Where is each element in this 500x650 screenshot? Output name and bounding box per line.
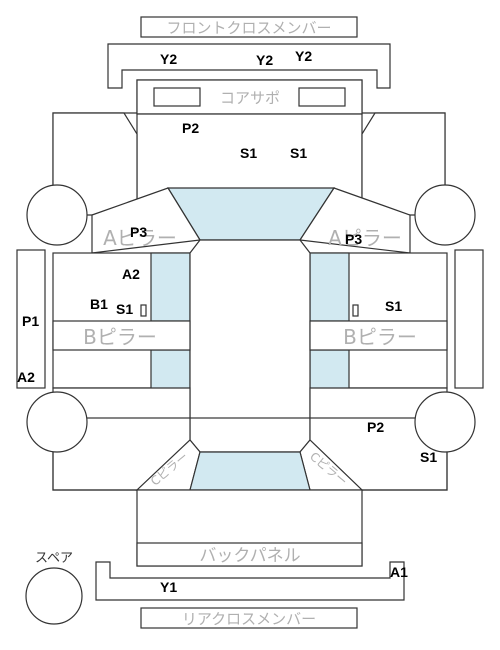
rear-left-wheel [26,391,88,453]
rear-member-bracket [95,561,405,601]
core-support-label: コアサポ [220,89,280,107]
b-pillar-left-label: Bピラー [83,325,157,349]
rear-cross-member-label: リアクロスメンバー [182,610,316,628]
b-pillar-left: Bピラー [52,320,191,351]
code-core-s1-left: S1 [240,145,257,161]
code-a-left-p3: P3 [130,224,147,240]
spare-tire: スペア [25,551,83,625]
rear-windshield [189,451,311,491]
code-left-s1: S1 [116,301,133,317]
code-front-y2-mid: Y2 [256,52,273,68]
code-left-sill-a2: A2 [17,369,35,385]
code-core-s1-right: S1 [290,145,307,161]
back-panel-label: バックパネル [199,546,300,566]
code-front-y2-left: Y2 [160,51,177,67]
code-left-a2: A2 [122,266,140,282]
core-support-left-slot [153,87,201,107]
code-rear-y1: Y1 [160,579,177,595]
code-core-p2: P2 [182,120,199,136]
roof [189,239,311,453]
code-left-b1: B1 [90,296,108,312]
front-right-door-glass [309,252,350,322]
code-rear-a1: A1 [390,564,408,580]
code-left-sill-p1: P1 [22,313,39,329]
rear-right-wheel [414,391,476,453]
core-support: コアサポ [136,79,363,115]
spare-tire-label: スペア [35,551,73,566]
front-left-door-handle [140,304,147,317]
front-cross-member: フロントクロスメンバー [140,16,358,38]
a-pillar-right-label: Aピラー [328,226,402,250]
core-support-right-slot [298,87,346,107]
back-panel: バックパネル [136,542,363,567]
code-right-s1: S1 [385,298,402,314]
code-right-p2: P2 [367,419,384,435]
front-cross-member-label: フロントクロスメンバー [166,19,331,37]
code-right-rear-s1: S1 [420,449,437,465]
code-a-right-p3: P3 [345,231,362,247]
front-right-door-handle [352,304,359,317]
front-left-wheel [26,184,88,246]
a-pillar-right: Aピラー [298,187,411,254]
rear-cross-member: リアクロスメンバー [140,607,358,629]
right-side-sill [454,249,484,389]
damage-codes: Y2 Y2 Y2 P2 S1 S1 P3 P3 A2 B1 S1 P1 A2 S… [17,48,437,595]
a-pillar-left-label: Aピラー [103,226,177,250]
front-left-door-glass [150,252,191,322]
b-pillar-right: Bピラー [309,320,448,351]
front-member-bracket [107,43,391,89]
front-right-wheel [414,184,476,246]
left-side-sill [16,249,46,389]
code-front-y2-right: Y2 [295,48,312,64]
b-pillar-right-label: Bピラー [343,325,417,349]
